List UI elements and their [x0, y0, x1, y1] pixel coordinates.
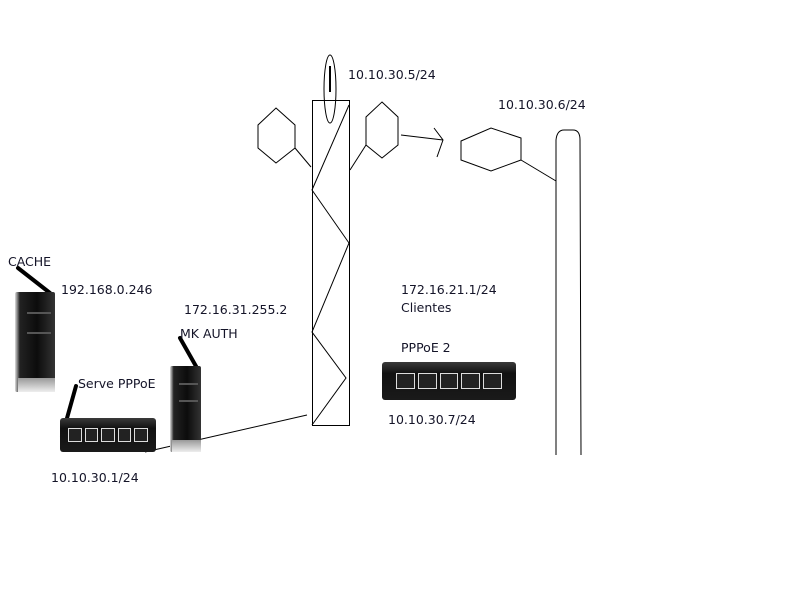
mkauth-ip-label: 172.16.31.255.2 [184, 302, 288, 317]
tower [312, 100, 350, 426]
remote-antenna [460, 127, 522, 172]
tower-antenna [323, 54, 337, 124]
tower-ip-label: 10.10.30.5/24 [348, 67, 436, 82]
cache-ip-label: 192.168.0.246 [61, 282, 153, 297]
clients-label: Clientes [401, 300, 452, 315]
mkauth-pointer [178, 336, 199, 370]
right-sector-antenna [365, 101, 399, 159]
left-sector-antenna [257, 107, 296, 164]
remote-ip-label: 10.10.30.6/24 [498, 97, 586, 112]
pppoe2-label: PPPoE 2 [401, 340, 451, 355]
remote-antenna-link [520, 159, 557, 182]
pppoe-router [60, 418, 156, 452]
mkauth-server [170, 366, 201, 452]
clients-net-label: 172.16.21.1/24 [401, 282, 497, 297]
mkauth-label: MK AUTH [180, 326, 238, 341]
tower-lattice [311, 104, 350, 426]
right-sector-link [349, 144, 367, 171]
remote-mast [555, 129, 582, 456]
arrow-head-icon [433, 127, 444, 158]
cache-server [15, 292, 55, 392]
cache-pointer [16, 266, 52, 295]
router2-ip-label: 10.10.30.7/24 [388, 412, 476, 427]
router1-ip-label: 10.10.30.1/24 [51, 470, 139, 485]
link-arrow [400, 134, 444, 141]
cache-label: CACHE [8, 254, 52, 269]
left-sector-link [294, 147, 312, 168]
pppoe2-router [382, 362, 516, 400]
serve-pppoe-label: Serve PPPoE [78, 376, 156, 391]
